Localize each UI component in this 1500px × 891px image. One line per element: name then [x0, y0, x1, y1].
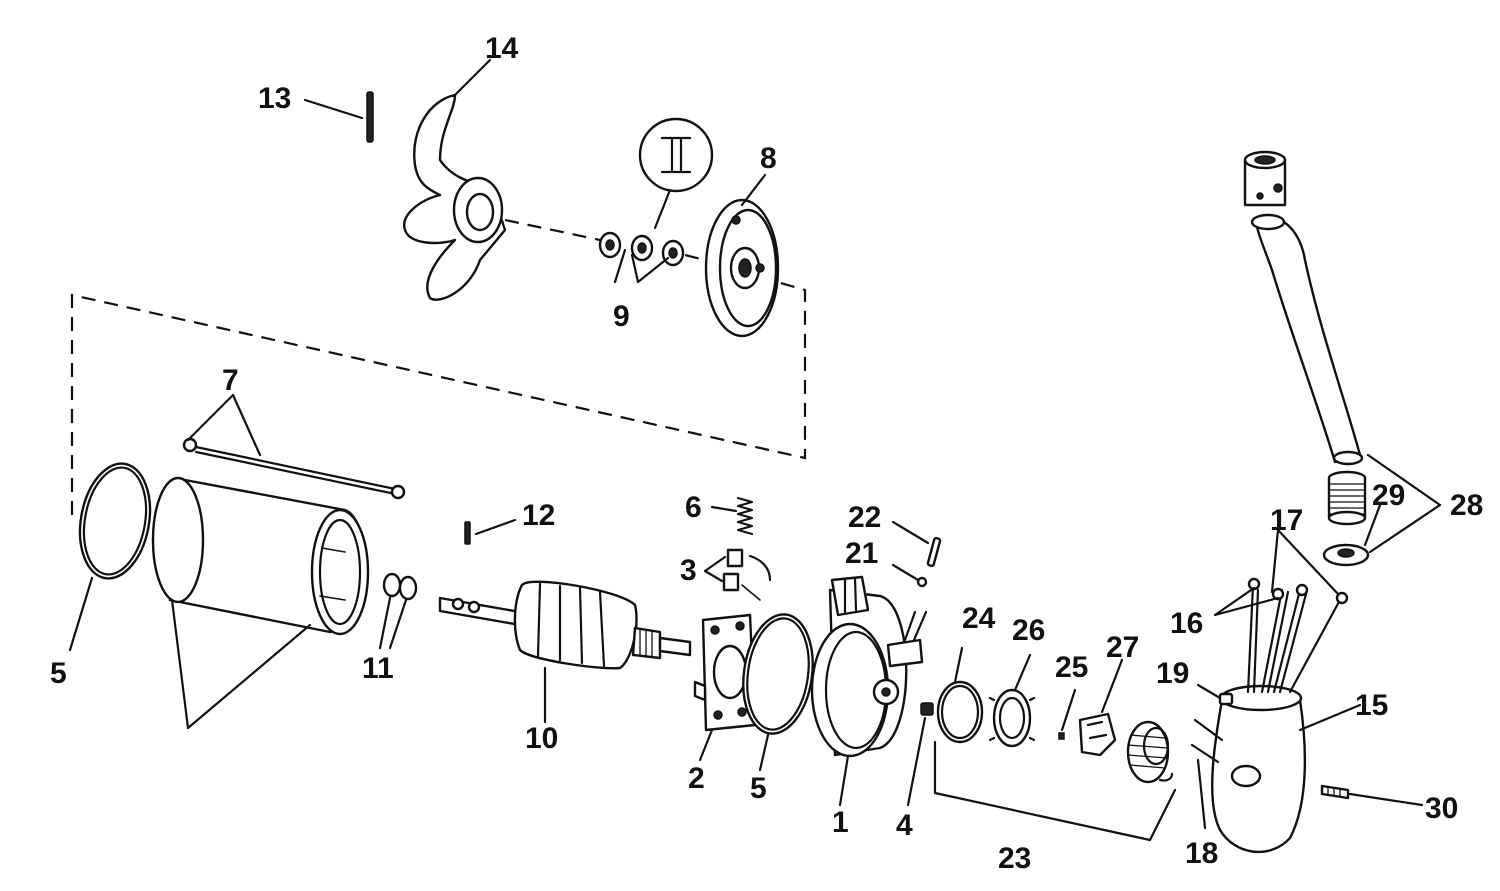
callout-26: 26 [1012, 614, 1045, 647]
screw-part [1320, 784, 1350, 800]
nut-part [920, 702, 934, 716]
callout-17: 17 [1270, 504, 1303, 537]
callout-5-left: 5 [50, 657, 67, 690]
callout-14: 14 [485, 32, 519, 65]
key-part [464, 521, 471, 545]
callout-labels: 14 13 8 9 7 5 12 11 10 2 6 3 5 1 4 22 21… [50, 32, 1483, 875]
callout-9: 9 [613, 300, 630, 333]
callout-22: 22 [848, 501, 881, 534]
leader-lines [68, 58, 1442, 842]
small-screw-part [1058, 732, 1065, 740]
brush-plate-part [693, 613, 757, 732]
callout-13: 13 [258, 82, 291, 115]
assembly-dashed-lines [70, 218, 807, 515]
lock-nut-part [988, 688, 1036, 748]
callout-15: 15 [1355, 689, 1388, 722]
brushes-part [722, 548, 772, 601]
bearings-part [598, 117, 714, 267]
o-ring-left-part [78, 462, 152, 580]
motor-frame-part [151, 476, 370, 730]
small-washer-part [916, 576, 928, 588]
lower-housing-part [1190, 684, 1307, 854]
callout-1: 1 [832, 806, 849, 839]
wires-part [1246, 577, 1349, 694]
shear-pin-part [366, 91, 374, 143]
callout-3: 3 [680, 554, 697, 587]
o-ring-small-part [936, 680, 984, 744]
callout-21: 21 [845, 537, 878, 570]
end-cap-part [704, 198, 780, 338]
callout-10: 10 [525, 722, 558, 755]
callout-30: 30 [1425, 792, 1458, 825]
coil-spring-part [1327, 470, 1367, 526]
washer-part [1322, 543, 1370, 567]
pin-part [926, 536, 942, 568]
field-assembly-part [810, 575, 928, 758]
callout-2: 2 [688, 762, 705, 795]
plug-part [1218, 692, 1234, 706]
callout-8: 8 [760, 142, 777, 175]
callout-24: 24 [962, 602, 996, 635]
washers-part [382, 572, 418, 601]
switch-assembly-part [1078, 712, 1174, 784]
callout-27: 27 [1106, 631, 1139, 664]
through-bolts-part [182, 437, 406, 500]
armature-part [438, 580, 692, 670]
callout-7: 7 [222, 364, 239, 397]
callout-5-right: 5 [750, 772, 767, 805]
callout-28: 28 [1450, 489, 1483, 522]
callout-25: 25 [1055, 651, 1088, 684]
propeller-part [403, 93, 507, 301]
callout-18: 18 [1185, 837, 1218, 870]
callout-23: 23 [998, 842, 1031, 875]
spring-part [736, 496, 754, 536]
callout-19: 19 [1156, 657, 1189, 690]
o-ring-right-part [742, 613, 814, 735]
steering-tube-part [1243, 150, 1364, 466]
callout-12: 12 [522, 499, 555, 532]
callout-11: 11 [362, 652, 394, 685]
callout-4: 4 [896, 809, 913, 842]
callout-16: 16 [1170, 607, 1203, 640]
callout-6: 6 [685, 491, 702, 524]
callout-29: 29 [1372, 479, 1405, 512]
